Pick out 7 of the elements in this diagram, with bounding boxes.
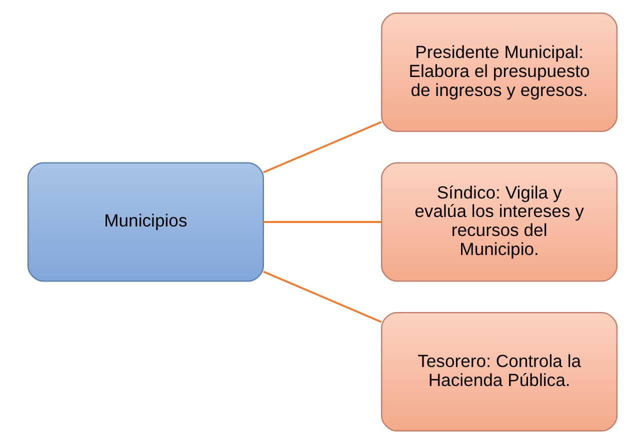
connector <box>262 221 381 223</box>
node-box: Síndico: Vigila y evalúa los intereses y recursos del Municipio. <box>380 162 618 282</box>
node-box: Municipios <box>26 162 264 282</box>
connector <box>262 270 382 323</box>
node-box: Presidente Municipal: Elabora el presupuesto de ingresos y egresos. <box>380 12 618 132</box>
connector <box>262 121 382 174</box>
node-box: Tesorero: Controla la Hacienda Pública. <box>380 312 618 432</box>
